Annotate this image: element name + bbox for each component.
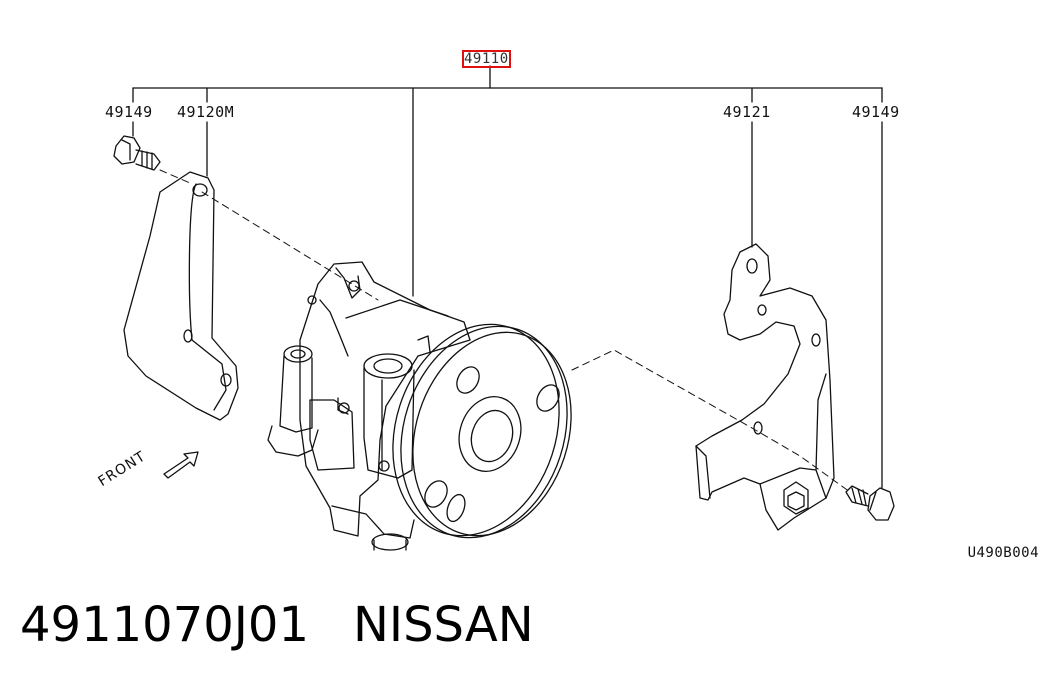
brand-name: NISSAN	[353, 597, 534, 653]
exploded-view	[113, 65, 895, 551]
bracket-left	[123, 171, 239, 421]
front-arrow-icon	[163, 451, 199, 479]
callout-bolt-left: 49149	[105, 103, 153, 121]
callout-main-part: 49110	[462, 50, 511, 68]
part-number: 4911070J01	[20, 597, 310, 653]
bolt-left	[113, 135, 161, 171]
pump-outlet-fitting	[267, 345, 355, 471]
callout-bracket-right: 49121	[723, 103, 771, 121]
callout-leader-lines	[132, 65, 883, 489]
pump-body	[299, 261, 471, 551]
callout-bolt-right: 49149	[852, 103, 900, 121]
pump-pulley	[392, 323, 572, 539]
diagram-code: U490B004	[967, 545, 1039, 561]
bolt-right	[845, 485, 895, 521]
part-caption: 4911070J01 NISSAN	[20, 597, 534, 653]
bracket-right	[695, 243, 835, 531]
parts-diagram: 49110 49149 49120M 49121 49149 FRONT U49…	[96, 50, 1039, 561]
alignment-dashes	[159, 169, 851, 493]
pump-inlet-pipe	[363, 353, 415, 479]
callout-bracket-left: 49120M	[177, 103, 235, 121]
